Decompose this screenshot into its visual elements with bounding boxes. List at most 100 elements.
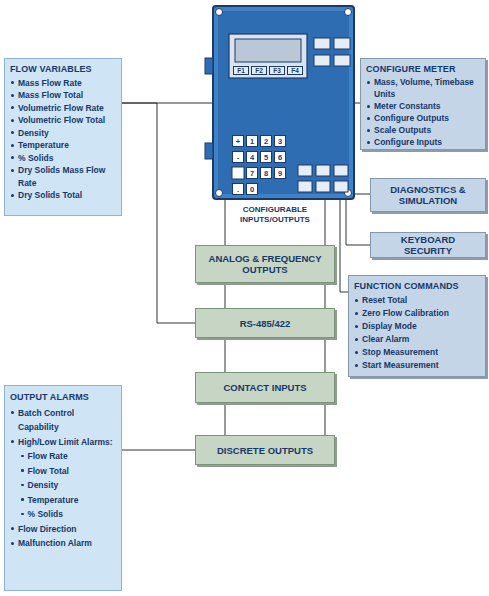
keypad-key: 2 — [260, 135, 272, 147]
bullet-dot — [367, 105, 370, 108]
bullet-text: Meter Constants — [374, 100, 441, 112]
function-box: KEYBOARD SECURITY — [370, 232, 486, 258]
bullet-text: Display Mode — [362, 320, 417, 333]
feature-list-box: FLOW VARIABLESMass Flow RateMass Flow To… — [4, 58, 122, 216]
bullet-item: Density — [10, 478, 116, 493]
bullet-dot — [355, 325, 358, 328]
connector-line — [122, 103, 195, 323]
bullet-item: % Solids — [10, 152, 116, 165]
feature-list-box: CONFIGURE METERMass, Volume, Timebase Un… — [360, 58, 486, 150]
connector-line — [355, 194, 370, 195]
bullet-text: Zero Flow Calibration — [362, 307, 449, 320]
keypad-key: 9 — [274, 167, 286, 179]
keypad-key: 1 — [246, 135, 258, 147]
box-title: CONTACT INPUTS — [223, 382, 306, 393]
bullet-dot — [11, 542, 14, 545]
bullet-text: Mass Flow Total — [18, 89, 83, 102]
bullet-dot — [11, 169, 14, 172]
bullet-text: Scale Outputs — [374, 124, 431, 136]
connector-line — [225, 403, 325, 435]
bullet-dot — [21, 498, 24, 501]
bullet-text: Dry Solids Total — [18, 189, 82, 202]
bullet-dot — [11, 119, 14, 122]
keypad-key: 8 — [260, 167, 272, 179]
connector-line — [346, 200, 370, 245]
bullet-item: % Solids — [10, 507, 116, 522]
bullet-dot — [367, 141, 370, 144]
bullet-text: Volumetric Flow Total — [18, 114, 105, 127]
bullet-item: Configure Inputs — [366, 136, 480, 148]
bullet-text: Configure Outputs — [374, 112, 449, 124]
io-box: DISCRETE OUTPUTS — [195, 435, 335, 465]
connector-line — [225, 200, 325, 245]
keypad-key: 7 — [246, 167, 258, 179]
keypad-key: - — [232, 151, 244, 163]
bullet-item: Flow Total — [10, 464, 116, 479]
box-title: DIAGNOSTICS & SIMULATION — [376, 184, 480, 206]
bullet-dot — [355, 299, 358, 302]
io-box: CONTACT INPUTS — [195, 372, 335, 403]
bullet-dot — [11, 131, 14, 134]
bullet-item: Stop Measurement — [354, 346, 480, 359]
bullet-dot — [11, 411, 14, 414]
bullet-dot — [11, 144, 14, 147]
bullet-text: Flow Direction — [18, 522, 77, 537]
bullet-text: Density — [18, 127, 49, 140]
box-heading: FLOW VARIABLES — [10, 63, 116, 76]
function-key-label: F1 — [233, 66, 249, 75]
bullet-item: Start Measurement — [354, 359, 480, 372]
bullet-dot — [21, 484, 24, 487]
bullet-item: Batch Control Capability — [10, 406, 116, 435]
box-title: RS-485/422 — [240, 318, 291, 329]
bullet-dot — [11, 94, 14, 97]
bullet-item: Meter Constants — [366, 100, 480, 112]
bullet-item: Dry Solids Total — [10, 189, 116, 202]
box-title: DISCRETE OUTPUTS — [217, 445, 313, 456]
box-title: KEYBOARD SECURITY — [376, 234, 480, 256]
connector-line — [122, 450, 195, 451]
connector-line — [340, 200, 348, 292]
keypad-key: 5 — [260, 151, 272, 163]
bullet-item: Flow Rate — [10, 449, 116, 464]
bullet-text: Temperature — [18, 139, 69, 152]
function-box: DIAGNOSTICS & SIMULATION — [370, 178, 486, 212]
box-heading: OUTPUT ALARMS — [10, 390, 116, 405]
bullet-text: Mass, Volume, Timebase Units — [374, 76, 480, 100]
bullet-dot — [367, 129, 370, 132]
bullet-text: Volumetric Flow Rate — [18, 102, 104, 115]
bullet-item: Dry Solids Mass Flow Rate — [10, 164, 116, 189]
io-box: ANALOG & FREQUENCY OUTPUTS — [195, 245, 335, 283]
bullet-item: Mass Flow Total — [10, 89, 116, 102]
bullet-text: Start Measurement — [362, 359, 439, 372]
bullet-text: % Solids — [18, 152, 53, 165]
box-heading: FUNCTION COMMANDS — [354, 280, 480, 293]
keypad-key: 0 — [246, 183, 258, 195]
bullet-text: Density — [28, 478, 59, 493]
bullet-dot — [21, 513, 24, 516]
bullet-dot — [355, 338, 358, 341]
bullet-item: High/Low Limit Alarms: — [10, 435, 116, 450]
bullet-text: High/Low Limit Alarms: — [18, 435, 113, 450]
bullet-text: Batch Control Capability — [18, 406, 116, 435]
bullet-text: Clear Alarm — [362, 333, 409, 346]
keypad-key: . — [232, 183, 244, 195]
connector-line — [225, 283, 325, 308]
keypad-key: 4 — [246, 151, 258, 163]
bullet-item: Mass Flow Rate — [10, 77, 116, 90]
bullet-dot — [11, 527, 14, 530]
keypad-key: + — [232, 135, 244, 147]
keypad-key: 6 — [274, 151, 286, 163]
bullet-item: Zero Flow Calibration — [354, 307, 480, 320]
bullet-text: % Solids — [28, 507, 63, 522]
bullet-text: Malfunction Alarm — [18, 536, 92, 551]
bullet-item: Configure Outputs — [366, 112, 480, 124]
feature-list-box: OUTPUT ALARMSBatch Control CapabilityHig… — [4, 385, 122, 591]
bullet-item: Temperature — [10, 139, 116, 152]
bullet-dot — [11, 440, 14, 443]
bullet-dot — [11, 81, 14, 84]
io-box: RS-485/422 — [195, 308, 335, 338]
function-key-label: F2 — [251, 66, 267, 75]
io-caption: CONFIGURABLE INPUTS/OUTPUTS — [230, 205, 320, 225]
bullet-item: Density — [10, 127, 116, 140]
